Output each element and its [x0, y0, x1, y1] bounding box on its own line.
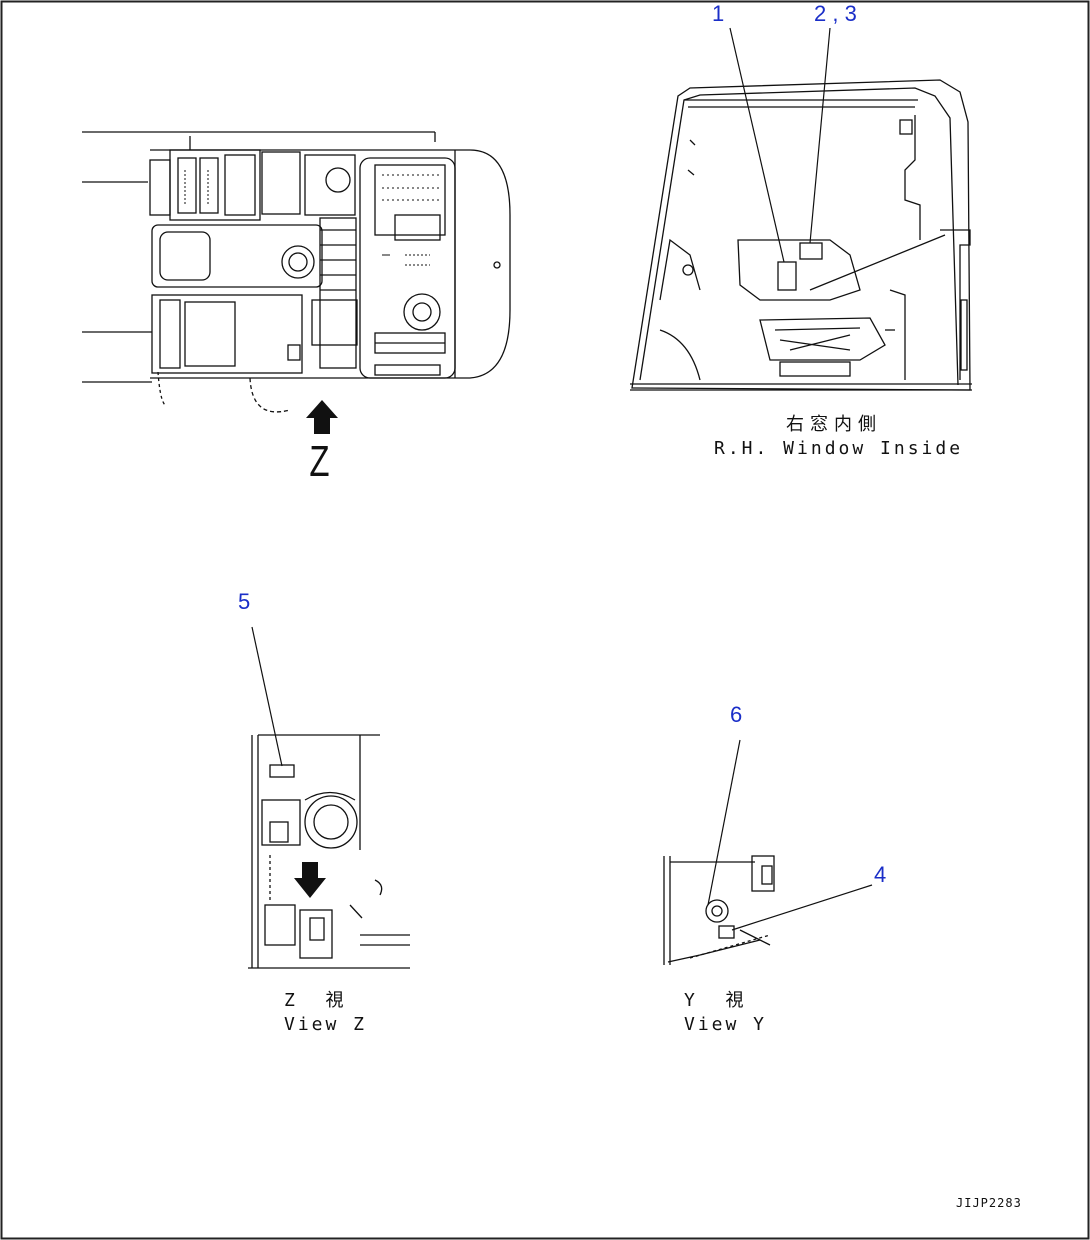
callout-2-3: 2 , 3: [814, 1, 857, 26]
drawing-code: JIJP2283: [956, 1196, 1022, 1210]
view-y-drawing: [663, 855, 775, 965]
rh-window-caption-jp: 右窓内側: [786, 414, 882, 435]
view-z-caption-jp: Z 視: [284, 990, 347, 1011]
view-y-caption-en: View Y: [684, 1014, 768, 1035]
top-view-drawing: [82, 131, 511, 413]
view-z-arrow: [306, 400, 338, 434]
view-y-arrow: [294, 862, 326, 898]
view-y-callout-leaders: [707, 739, 873, 931]
view-y-caption-jp: Y 視: [684, 990, 747, 1011]
callout-6: 6: [730, 702, 743, 727]
rh-window-caption-en: R.H. Window Inside: [714, 438, 964, 459]
callout-5-leader: [251, 626, 283, 767]
view-z-caption-en: View Z: [284, 1014, 368, 1035]
cab-detail-marks: [184, 170, 440, 266]
callout-5: 5: [238, 589, 251, 614]
view-z-letter: Z: [309, 437, 330, 486]
callout-4: 4: [874, 862, 887, 887]
callout-1: 1: [712, 1, 725, 26]
cab-interior-drawing: [630, 79, 972, 391]
view-z-drawing: [248, 734, 410, 969]
cab-callout-leaders: [729, 27, 831, 263]
